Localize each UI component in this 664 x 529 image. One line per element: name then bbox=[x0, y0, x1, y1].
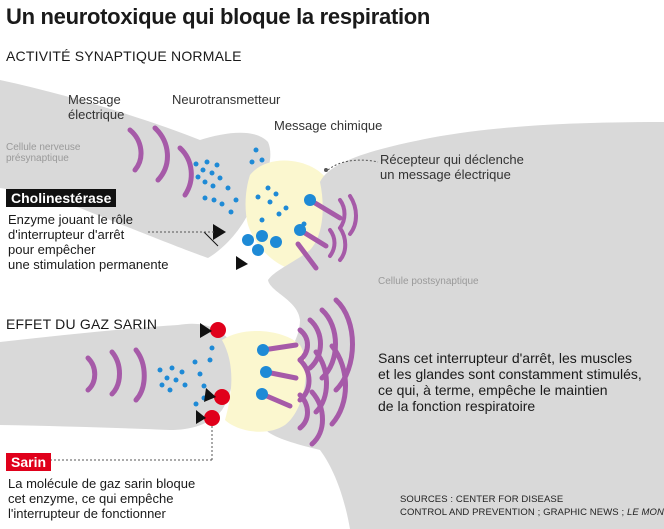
sources-brand: LE MONDE bbox=[626, 507, 664, 518]
label-message-electrique-2: électrique bbox=[68, 107, 125, 122]
cholinesterase-text-2: d'interrupteur d'arrêt bbox=[8, 227, 125, 242]
label-neurotransmetteur: Neurotransmetteur bbox=[172, 92, 281, 107]
cholinesterase-text-1: Enzyme jouant le rôle bbox=[8, 212, 134, 227]
neurotransmitter-vesicles-bottom bbox=[157, 345, 215, 407]
cholinesterase-pointers bbox=[203, 224, 248, 270]
receptors-bottom bbox=[256, 342, 299, 409]
electric-waves-top bbox=[127, 125, 194, 198]
label-recepteur-2: un message électrique bbox=[380, 167, 511, 182]
sources-line-2: CONTROL AND PREVENTION ; GRAPHIC NEWS ; … bbox=[400, 507, 664, 519]
postsynaptic-cell bbox=[261, 122, 664, 529]
label-message-chimique: Message chimique bbox=[274, 118, 383, 133]
cholinesterase-text-4: une stimulation permanente bbox=[8, 257, 169, 272]
label-recepteur-1: Récepteur qui déclenche bbox=[380, 152, 524, 167]
electric-waves-bottom bbox=[85, 347, 147, 403]
label-cellule-presynaptique-1: Cellule nerveuse bbox=[6, 142, 81, 153]
sarin-text-2: cet enzyme, ce qui empêche bbox=[8, 491, 174, 506]
sarin-molecules bbox=[196, 322, 230, 426]
label-cellule-postsynaptique: Cellule postsynaptique bbox=[378, 276, 479, 287]
effect-text-3: ce qui, à terme, empêche le maintien bbox=[378, 382, 608, 398]
section-sarin-heading: EFFET DU GAZ SARIN bbox=[6, 316, 158, 332]
cholinesterase-enzymes bbox=[242, 230, 282, 256]
electric-waves-receptor-bottom bbox=[297, 297, 355, 447]
sarin-tag: Sarin bbox=[6, 453, 52, 471]
label-message-electrique-1: Message bbox=[68, 92, 121, 107]
sarin-text-1: La molécule de gaz sarin bloque bbox=[8, 476, 196, 491]
effect-text-2: et les glandes sont constamment stimulés… bbox=[378, 366, 642, 382]
label-cellule-presynaptique-2: présynaptique bbox=[6, 153, 69, 164]
sources-line-1: SOURCES : CENTER FOR DISEASE bbox=[400, 494, 564, 505]
receptor-pointer-dot bbox=[324, 168, 328, 172]
receptors-top bbox=[294, 194, 343, 271]
cholinesterase-tag: Cholinestérase bbox=[6, 189, 117, 207]
synapse-gap-bottom bbox=[222, 330, 306, 432]
effect-text-4: de la fonction respiratoire bbox=[378, 398, 536, 414]
neurotransmitter-vesicles-top bbox=[193, 147, 307, 233]
effect-text-1: Sans cet interrupteur d'arrêt, les muscl… bbox=[378, 350, 633, 366]
page-title: Un neurotoxique qui bloque la respiratio… bbox=[6, 4, 431, 29]
sources-line-2-text: CONTROL AND PREVENTION ; GRAPHIC NEWS ; bbox=[400, 507, 625, 518]
cholinesterase-text-3: pour empêcher bbox=[8, 242, 96, 257]
section-normal-heading: ACTIVITÉ SYNAPTIQUE NORMALE bbox=[6, 48, 242, 64]
sarin-text-3: l'interrupteur de fonctionner bbox=[8, 506, 166, 521]
leader-lines bbox=[50, 159, 379, 461]
electric-waves-receptor-top bbox=[328, 194, 358, 262]
